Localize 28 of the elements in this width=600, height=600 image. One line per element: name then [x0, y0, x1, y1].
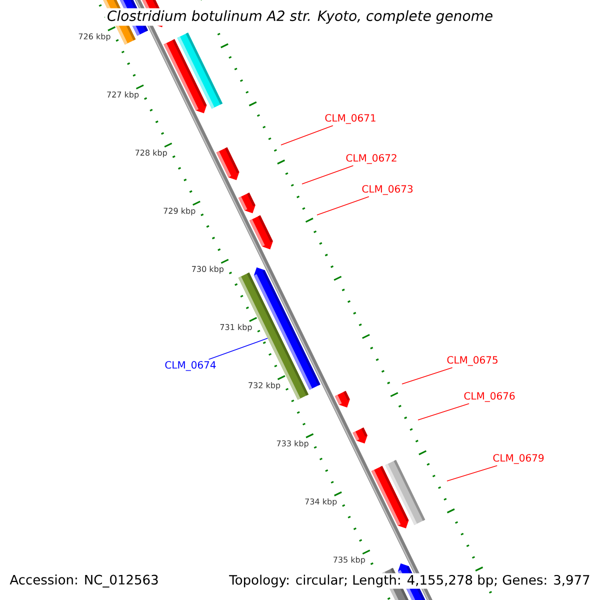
leader-line: [208, 338, 268, 360]
scale-label: 729 kbp: [164, 208, 196, 216]
scale-label: 735 kbp: [334, 556, 365, 564]
gene-label: CLM_0671: [325, 114, 376, 124]
gene-arrow: [238, 272, 309, 400]
gene-label: CLM_0672: [346, 154, 396, 164]
leader-line: [280, 125, 334, 146]
scale-label: 732 kbp: [248, 382, 280, 390]
scale-label: 730 kbp: [192, 266, 224, 274]
leader-line: [316, 196, 370, 216]
title: Clostridium botulinum A2 str. Kyoto, complete genome: [104, 8, 496, 26]
scale-label: 733 kbp: [276, 440, 308, 448]
gene-label: CLM_0676: [464, 392, 515, 402]
leader-line: [418, 403, 470, 420]
leader-line: [302, 165, 354, 184]
scale-label: 726 kbp: [78, 33, 110, 41]
leader-line: [402, 367, 453, 384]
scale-label: 728 kbp: [135, 150, 167, 158]
scale-label: 727 kbp: [107, 91, 139, 100]
gene-label: CLM_0674: [165, 361, 216, 371]
info-text: Accession: NC_012563: [8, 573, 160, 589]
leader-line: [446, 465, 498, 482]
info-text: Topology: circular; Length: 4,155,278 bp; Genes: 3,977: [228, 573, 592, 589]
gene-label: CLM_0673: [362, 185, 413, 195]
scale-label: 731 kbp: [220, 324, 252, 332]
scale-label: 734 kbp: [305, 498, 337, 506]
gene-label: CLM_0675: [447, 356, 498, 366]
gene-label: CLM_0679: [493, 454, 544, 464]
